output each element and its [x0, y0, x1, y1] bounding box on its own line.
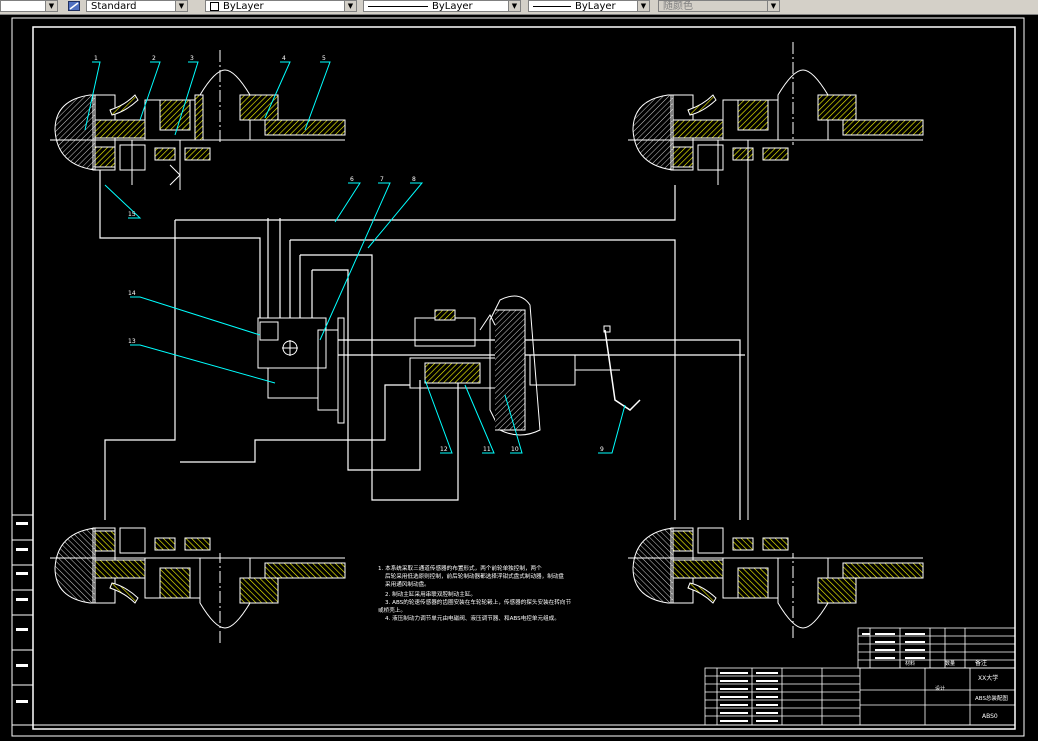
note-line-3: 采用通风制动盘。 — [385, 580, 430, 588]
balloon-12: 12 — [440, 446, 448, 453]
left-margin-block — [11, 514, 34, 726]
text-style-icon[interactable] — [68, 1, 80, 11]
title-block-text: 备注 数量 材料 设计 XX大学 ABS总装配图 ABS0 — [905, 659, 1008, 720]
wheel-assembly-front-right — [628, 42, 924, 520]
linetype-value: ByLayer — [432, 1, 473, 12]
drawing-title: ABS总装配图 — [975, 694, 1008, 702]
master-cylinder-booster — [409, 295, 641, 436]
balloon-8: 8 — [412, 176, 416, 183]
drawing-number: ABS0 — [982, 713, 998, 720]
lineweight-dropdown[interactable]: ByLayer ▼ — [528, 0, 650, 12]
leader-lines — [84, 61, 626, 454]
wheel-assembly-rear-right — [628, 527, 924, 638]
wheel-assembly-front-left — [50, 50, 346, 190]
balloon-15: 15 — [128, 211, 136, 218]
balloon-14: 14 — [128, 290, 136, 297]
linetype-preview — [368, 5, 428, 7]
chevron-down-icon[interactable]: ▼ — [45, 1, 57, 11]
note-line-2: 后轮采用低选原则控制，前后轮制动器都选择浮钳式盘式制动器，制动盘 — [385, 572, 564, 580]
chevron-down-icon[interactable]: ▼ — [175, 1, 187, 11]
note-line-4: 2. 制动主缸采用串联双腔制动主缸。 — [385, 590, 476, 598]
text-style-dropdown[interactable]: Standard ▼ — [86, 0, 188, 12]
properties-toolbar: ▼ Standard ▼ ByLayer ▼ ByLayer ▼ ByLayer ▼ 随… — [0, 0, 1038, 15]
abs-hydraulic-unit — [257, 317, 345, 424]
balloon-11: 11 — [483, 446, 491, 453]
drawing-frame — [32, 26, 1016, 730]
balloon-labels: 1 2 3 4 5 6 7 8 9 10 11 12 13 14 15 — [94, 55, 604, 453]
wheel-assembly-rear-left — [50, 527, 346, 643]
chevron-down-icon[interactable]: ▼ — [508, 1, 520, 11]
note-line-1: 1. 本系统采取三通道传感器的布置形式，两个前轮单独控制，两个 — [378, 564, 542, 572]
material-label: 材料 — [905, 660, 915, 667]
school-name: XX大学 — [978, 674, 998, 682]
note-line-5: 3. ABS的轮速传感器的齿圈安装在车轮轮毂上，传感器的探头安装在转向节 — [385, 598, 571, 606]
brake-lines — [99, 170, 745, 520]
color-swatch-icon — [210, 1, 219, 11]
chevron-down-icon[interactable]: ▼ — [767, 1, 779, 11]
balloon-9: 9 — [600, 446, 604, 453]
color-value: ByLayer — [223, 1, 264, 12]
chevron-down-icon[interactable]: ▼ — [344, 1, 356, 11]
balloon-7: 7 — [380, 176, 384, 183]
designer-label: 设计 — [935, 685, 945, 692]
lineweight-value: ByLayer — [575, 1, 616, 12]
balloon-3: 3 — [190, 55, 194, 62]
drawing-canvas[interactable]: 1 2 3 4 5 6 7 8 9 10 11 12 13 14 15 1. 本… — [0, 14, 1038, 741]
linetype-dropdown[interactable]: ByLayer ▼ — [363, 0, 521, 12]
note-line-6: 或桥壳上。 — [378, 606, 406, 614]
text-style-value: Standard — [91, 1, 137, 12]
lineweight-preview — [533, 5, 571, 7]
color-dropdown[interactable]: ByLayer ▼ — [205, 0, 357, 12]
balloon-5: 5 — [322, 55, 326, 62]
note-line-7: 4. 液压制动力调节单元由电磁阀、液压调节器、和ABS电控单元组成。 — [385, 614, 560, 622]
balloon-10: 10 — [511, 446, 519, 453]
balloon-13: 13 — [128, 338, 136, 345]
layer-dropdown[interactable]: ▼ — [0, 0, 58, 12]
plotstyle-dropdown[interactable]: 随颜色 ▼ — [658, 0, 780, 12]
title-block — [704, 627, 1016, 726]
balloon-6: 6 — [350, 176, 354, 183]
sheet-border — [11, 17, 1025, 737]
balloon-4: 4 — [282, 55, 286, 62]
chevron-down-icon[interactable]: ▼ — [637, 1, 649, 11]
balloon-2: 2 — [152, 55, 156, 62]
plotstyle-value: 随颜色 — [663, 1, 693, 12]
balloon-1: 1 — [94, 55, 98, 62]
qty-label: 数量 — [945, 660, 955, 667]
remark-label: 备注 — [975, 659, 987, 667]
technical-notes: 1. 本系统采取三通道传感器的布置形式，两个前轮单独控制，两个 后轮采用低选原则… — [378, 564, 571, 622]
